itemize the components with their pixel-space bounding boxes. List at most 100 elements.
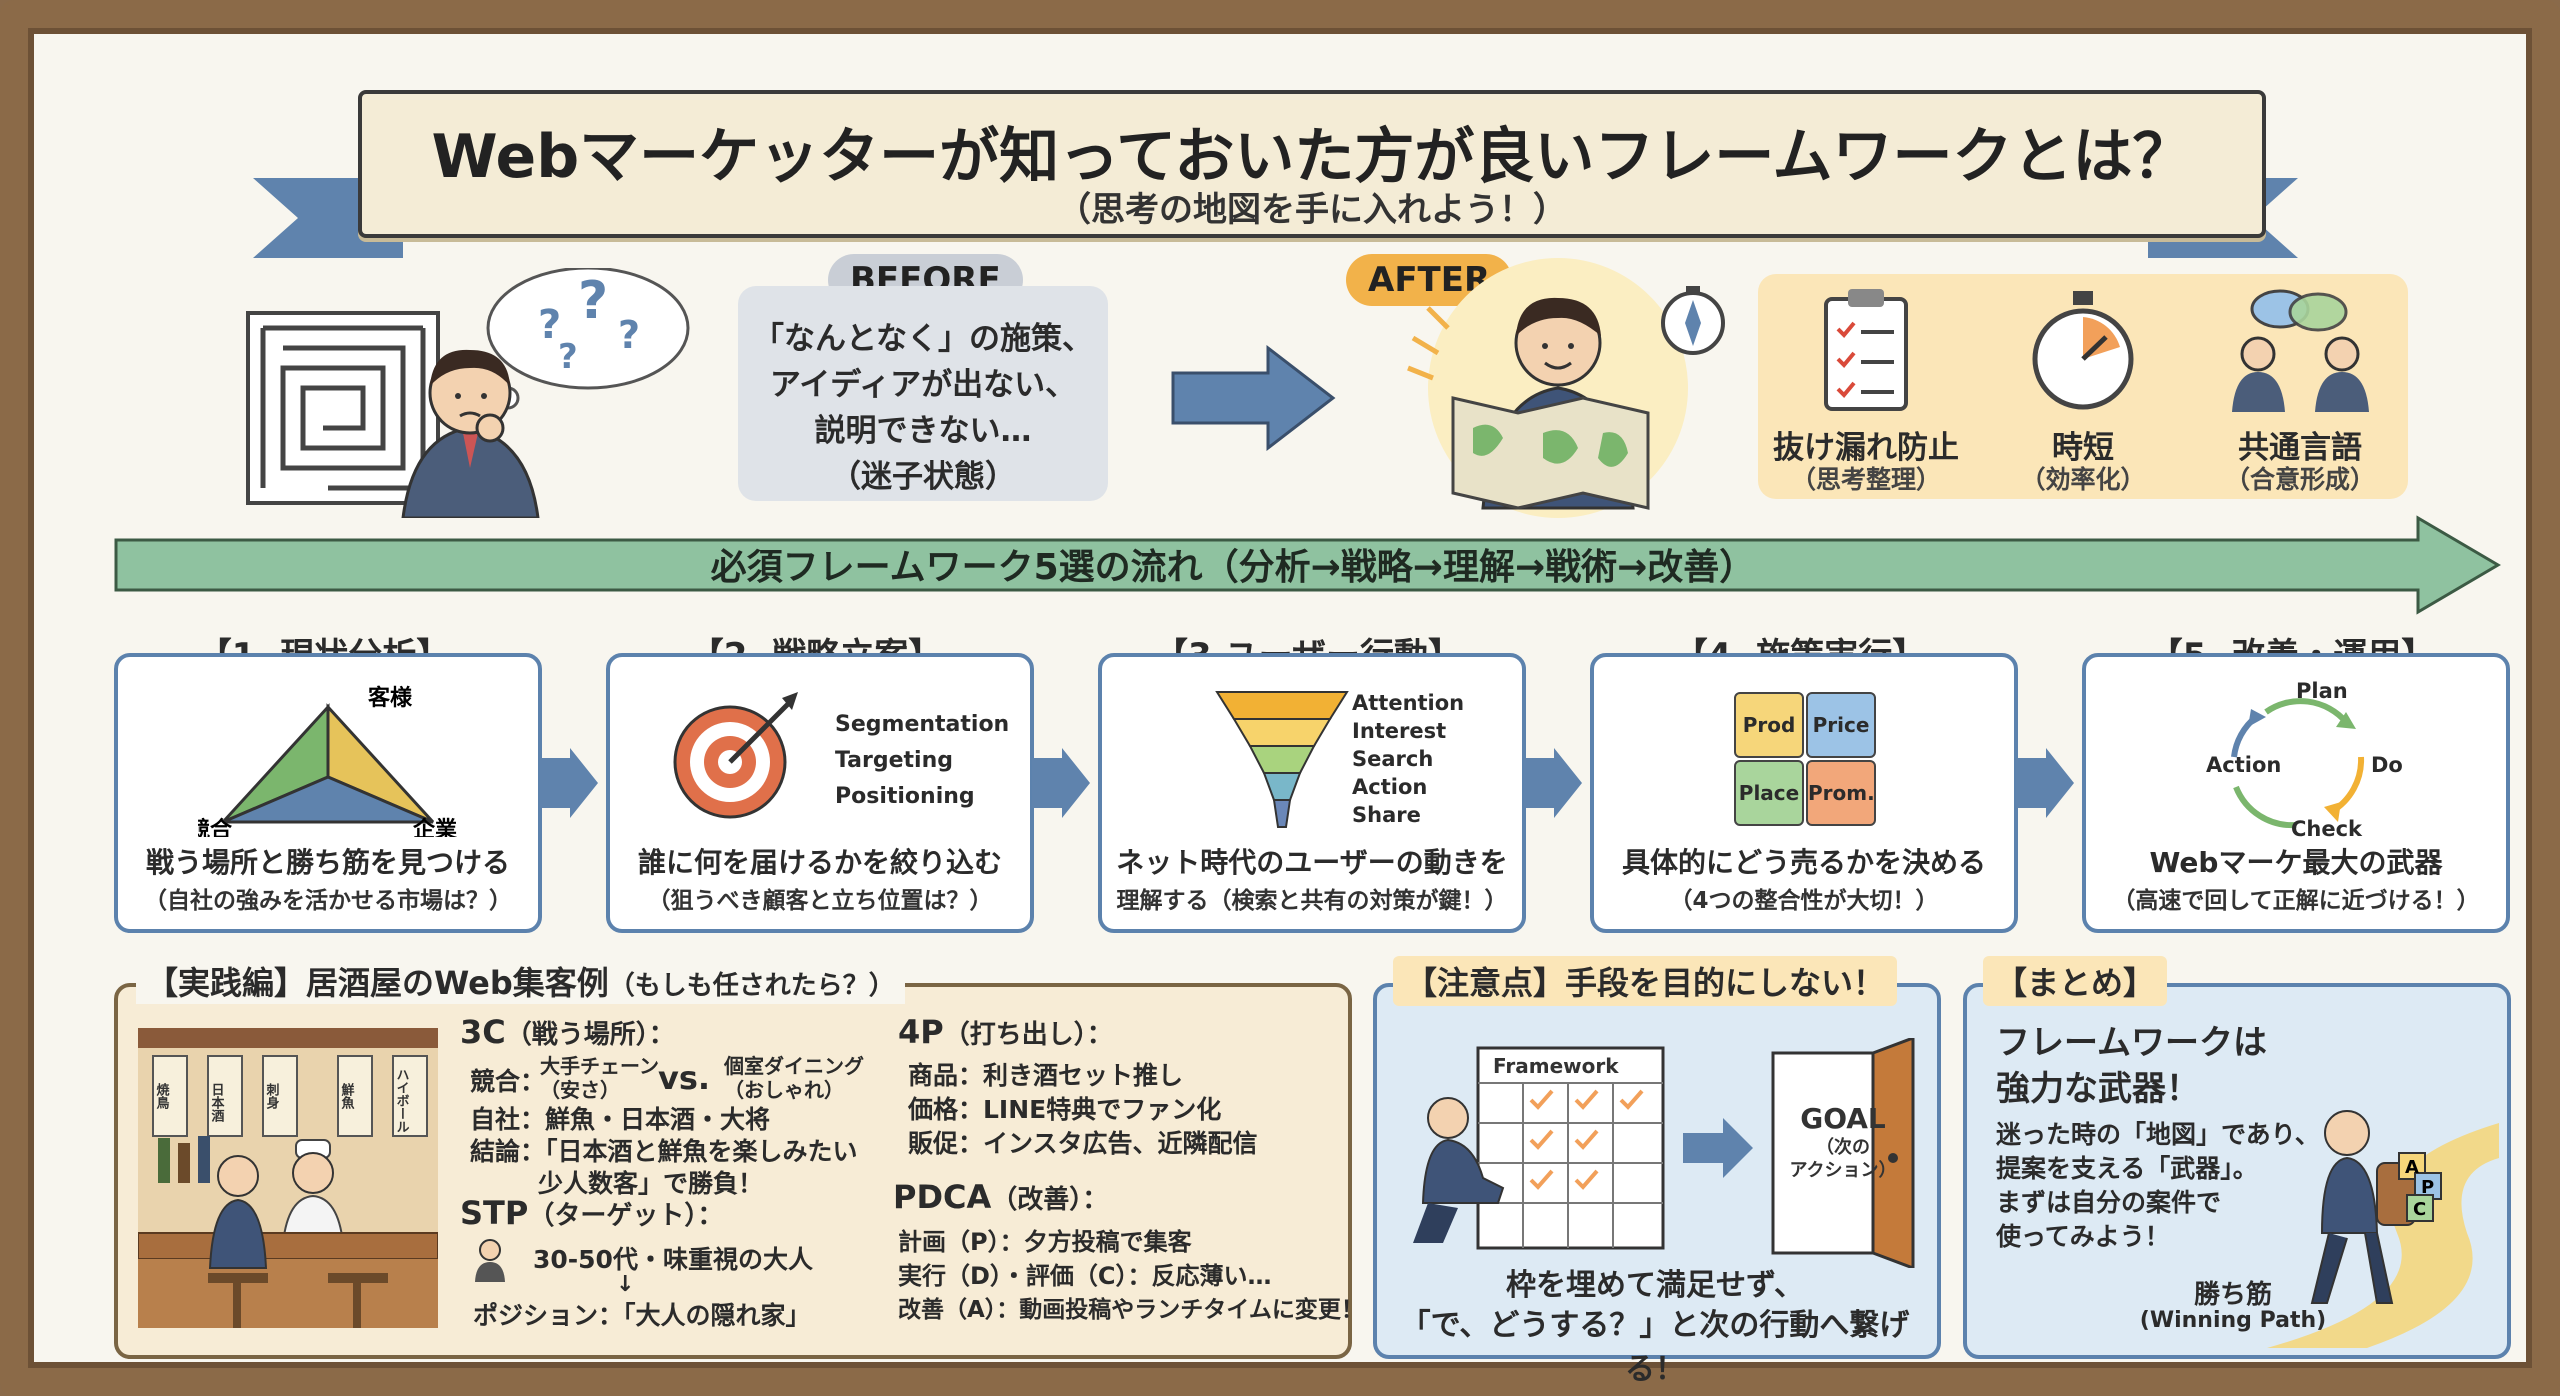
framework-label: Framework [1493, 1054, 1619, 1078]
confused-businessman-icon [401, 349, 540, 518]
walking-businessman-icon [2310, 1110, 2416, 1304]
benefits-panel: 抜け漏れ防止 （思考整理） 時短 （効率化） 共通言語 （合意形 [1758, 274, 2408, 499]
caution-line: 「で、どうする？」と次の行動へ繋げる！ [1400, 1308, 1910, 1387]
3c-self: 自社：鮮魚・日本酒・大将 [470, 1105, 771, 1134]
step-3-card: Attention Interest Search Action Share ネ… [1098, 653, 1526, 933]
4p-place: Place [1734, 760, 1804, 826]
conversation-icon [2232, 289, 2369, 412]
pdca-line: 改善（A）：動画投稿やランチタイムに変更！ [898, 1297, 1364, 1323]
step-2-sub: （狙うべき顧客と立ち位置は？） [647, 888, 993, 914]
after-illustration [1407, 258, 1725, 518]
chef-icon [281, 1139, 345, 1244]
benefit-common-language: 共通言語 （合意形成） [2192, 274, 2408, 499]
flow-label: 必須フレームワーク5選の流れ（分析→戦略→理解→戦術→改善） [710, 547, 1756, 588]
counter [138, 1232, 438, 1260]
target-icon [673, 692, 798, 819]
page-subtitle: （思考の地図を手に入れよう！） [1057, 190, 1567, 230]
before-line: （迷子状態） [830, 459, 1016, 495]
caution-title: 【注意点】手段を目的にしない！ [1393, 956, 1898, 1006]
3c-heading: 3C（戦う場所）： [460, 1013, 675, 1051]
menu-sign: 鮮魚 [339, 1082, 355, 1110]
pdca-heading: PDCA（改善）： [893, 1178, 1109, 1216]
question-mark: ? [618, 313, 640, 357]
stp-label: Positioning [835, 784, 975, 809]
4p-promotion: Prom. [1806, 760, 1876, 826]
goal-label: GOAL [1800, 1102, 1886, 1135]
aisas-label: Search [1352, 747, 1434, 771]
step-1-sub: （自社の強みを活かせる市場は？） [144, 888, 512, 914]
stp-heading: STP（ターゲット）： [460, 1194, 724, 1232]
step-arrow-icon [540, 748, 598, 818]
3c-label-company: 企業 [412, 817, 458, 837]
thought-cloud-icon: ? ? ? ? [485, 268, 690, 426]
3c-triangle-icon: 客様 競合 企業 [198, 685, 458, 837]
aisas-label: Share [1352, 803, 1421, 827]
step-arrow-icon [1524, 748, 1582, 818]
page-title: Webマーケッターが知っておいた方が良いフレームワークとは？ [431, 122, 2193, 192]
flow-arrow [114, 515, 2501, 615]
pdca-label-check: Check [2291, 817, 2363, 841]
bar-stools [208, 1273, 388, 1328]
pdca-label-plan: Plan [2296, 679, 2348, 703]
menu-sign: 日本酒 [209, 1083, 225, 1123]
framework-sheet-icon: Framework [1476, 1046, 1665, 1250]
step-2-card: Segmentation Targeting Positioning 誰に何を届… [606, 653, 1034, 933]
menu-sign: ハイボール [394, 1068, 410, 1133]
4p-line: 価格：LINE特典でファン化 [908, 1095, 1222, 1124]
step-5-main: Webマーケ最大の武器 [2149, 846, 2443, 879]
step-4-sub: （4つの整合性が大切！） [1669, 888, 1939, 914]
summary-title: 【まとめ】 [1983, 956, 2168, 1006]
3c-conclusion: 結論：「日本酒と鮮魚を楽しみたい [470, 1137, 858, 1166]
winning-path-illustration: A P C [2267, 1110, 2499, 1348]
winning-path-label: 勝ち筋 [2193, 1280, 2272, 1310]
stp-label: Segmentation [835, 712, 1010, 737]
step-3-main: ネット時代のユーザーの動きを [1116, 846, 1508, 879]
summary-headline: フレームワークは 強力な武器！ [1996, 1023, 2267, 1109]
arrow-icon [1683, 1118, 1753, 1178]
3c-competitor-b: 個室ダイニング（おしゃれ） [724, 1054, 864, 1102]
step-4-card: Prod Price Place Prom. 具体的にどう売るかを決める （4つ… [1590, 653, 2018, 933]
izakaya-illustration: 焼鳥 日本酒 刺身 鮮魚 ハイボール [138, 1028, 438, 1328]
menu-sign: 焼鳥 [154, 1082, 170, 1110]
benefit-title: 共通言語 [2238, 430, 2362, 466]
maze-icon [246, 311, 440, 505]
goal-note: アクション） [1789, 1160, 1896, 1181]
block-letter: C [2413, 1199, 2426, 1220]
4p-product: Prod [1734, 692, 1804, 758]
step-1-card: 客様 競合 企業 戦う場所と勝ち筋を見つける （自社の強みを活かせる市場は？） [114, 653, 542, 933]
pdca-label-do: Do [2371, 753, 2403, 777]
pdca-label-action: Action [2206, 753, 2282, 777]
benefit-thoroughness: 抜け漏れ防止 （思考整理） [1758, 274, 1974, 499]
step-2-main: 誰に何を届けるかを絞り込む [637, 846, 1002, 879]
block-letter: P [2421, 1177, 2434, 1198]
funnel-icon [1215, 691, 1349, 828]
before-illustration: ? ? ? ? [246, 268, 690, 518]
3c-label-customer: 客様 [368, 685, 413, 711]
3c-competitor-label: 競合： [470, 1067, 546, 1096]
winning-path-label-en: (Winning Path) [2139, 1308, 2327, 1333]
benefit-sub: （合意形成） [2224, 465, 2375, 494]
before-description: 「なんとなく」の施策、 アイディアが出ない、 説明できない… （迷子状態） [738, 316, 1108, 500]
caution-illustration: Framework GOAL （次の アクション） [1413, 1038, 1915, 1268]
caution-line: 枠を埋めて満足せず、 [1506, 1268, 1804, 1303]
person-icon [475, 1239, 505, 1282]
sake-bottles [158, 1136, 210, 1183]
pdca-line: 計画（P）：夕方投稿で集客 [898, 1228, 1192, 1256]
3c-label-competitor: 競合 [198, 817, 233, 837]
question-mark: ? [538, 302, 561, 348]
checklist-icon [1824, 289, 1908, 411]
weapon-blocks-icon: A P C [2398, 1152, 2442, 1222]
step-1-main: 戦う場所と勝ち筋を見つける [145, 846, 510, 879]
aisas-label: Action [1352, 775, 1428, 799]
stp-arrow: ↓ [616, 1272, 635, 1297]
title-banner: Webマーケッターが知っておいた方が良いフレームワークとは？ （思考の地図を手に… [358, 90, 2266, 238]
stp-target: 30-50代・味重視の大人 [533, 1245, 813, 1274]
pdca-cycle-icon [2231, 698, 2365, 829]
step-3-sub: 理解する（検索と共有の対策が鍵！） [1116, 888, 1508, 914]
3c-conclusion: 少人数客」で勝負！ [538, 1169, 764, 1198]
aisas-label: Attention [1352, 691, 1465, 715]
3c-competitor-a: 大手チェーン（安さ） [540, 1054, 659, 1102]
sparkle-icon [1407, 306, 1450, 381]
benefit-time-saving: 時短 （効率化） [1975, 274, 2191, 499]
